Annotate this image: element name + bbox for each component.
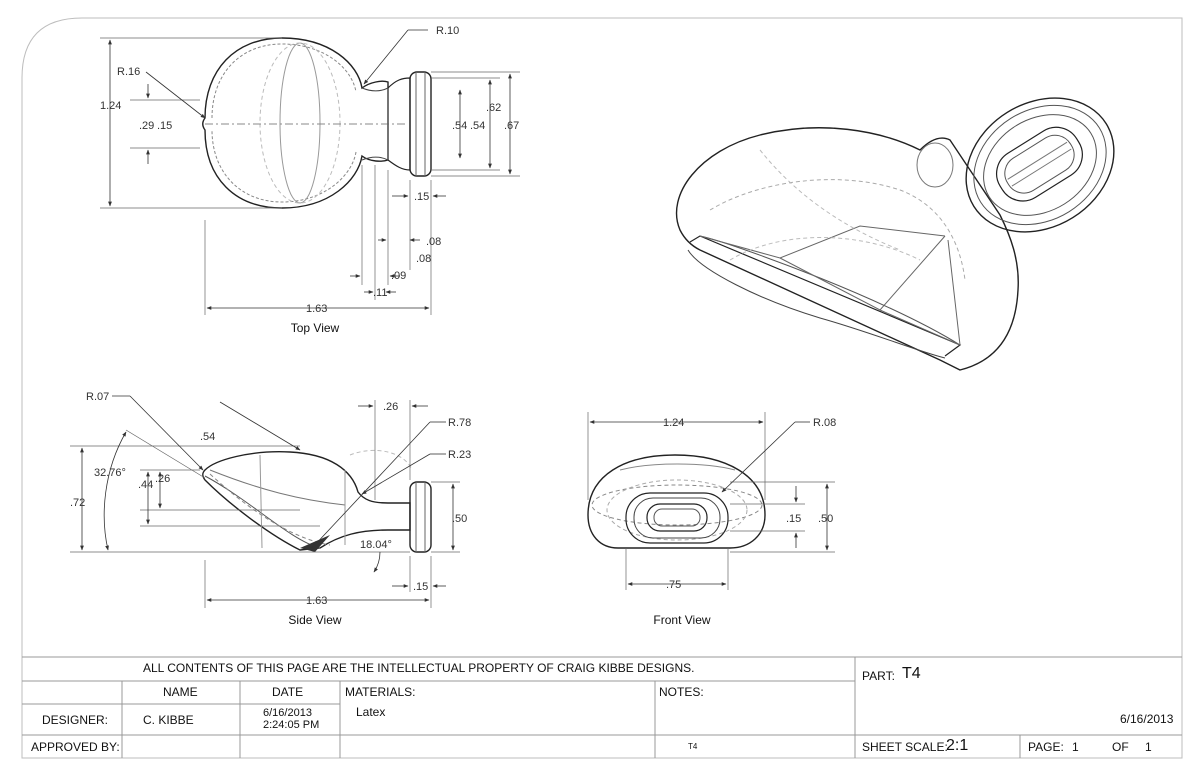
page-label: PAGE: (1028, 740, 1064, 754)
title-block (22, 656, 1182, 758)
side-dim-r23: R.23 (448, 449, 471, 461)
front-view-caption: Front View (653, 613, 710, 627)
page-value: 1 (1072, 740, 1079, 754)
sheet-border (21, 17, 1183, 759)
sheet-scale-value: 2:1 (946, 737, 969, 754)
materials-label: MATERIALS: (345, 685, 416, 699)
top-dim-15a: .15 (157, 120, 172, 132)
top-dim-54b: .54 (470, 120, 485, 132)
front-dim-r08: R.08 (813, 417, 836, 429)
top-dim-62: .62 (486, 102, 501, 114)
part-label: PART: (862, 669, 895, 683)
revision-date: 6/16/2013 (1120, 712, 1174, 726)
top-dim-09: .09 (391, 270, 406, 282)
name-header: NAME (163, 685, 198, 699)
notes-part-ref: T4 (688, 742, 698, 751)
top-dim-08b: .08 (416, 253, 431, 265)
approved-by-label: APPROVED BY: (31, 740, 120, 754)
top-dim-67: .67 (504, 120, 519, 132)
side-dim-72: .72 (70, 497, 85, 509)
side-dim-26a: .26 (155, 473, 170, 485)
designer-time: 2:24:05 PM (263, 719, 320, 731)
side-dim-26b: .26 (383, 401, 398, 413)
ip-notice: ALL CONTENTS OF THIS PAGE ARE THE INTELL… (143, 661, 695, 675)
front-dim-75: .75 (666, 579, 681, 591)
side-dim-50: .50 (452, 513, 467, 525)
designer-name: C. KIBBE (143, 713, 194, 727)
date-header: DATE (272, 685, 304, 699)
designer-date: 6/16/2013 (263, 707, 312, 719)
front-view (587, 412, 835, 590)
top-view-caption: Top View (291, 321, 340, 335)
top-dim-r16: R.16 (117, 66, 140, 78)
side-dim-r78: R.78 (448, 417, 471, 429)
top-view (100, 29, 520, 315)
front-dim-50: .50 (818, 513, 833, 525)
of-label: OF (1112, 740, 1129, 754)
side-dim-angle-32: 32.76° (94, 467, 126, 479)
side-dim-44: .44 (138, 479, 153, 491)
side-dim-r07: R.07 (86, 391, 109, 403)
side-view (70, 395, 460, 608)
notes-label: NOTES: (659, 685, 704, 699)
side-dim-163: 1.63 (306, 595, 327, 607)
top-dim-163: 1.63 (306, 303, 327, 315)
of-value: 1 (1145, 740, 1152, 754)
isometric-view (675, 97, 1115, 371)
top-dim-124: 1.24 (100, 100, 121, 112)
sheet-scale-label: SHEET SCALE: (862, 740, 948, 754)
top-dim-54a: .54 (452, 120, 467, 132)
materials-value: Latex (356, 705, 386, 719)
top-dim-15b: .15 (414, 191, 429, 203)
top-dim-08a: .08 (426, 236, 441, 248)
side-dim-54: .54 (200, 431, 215, 443)
front-dim-124: 1.24 (663, 417, 684, 429)
side-dim-angle-18: 18.04° (360, 539, 392, 551)
side-view-caption: Side View (288, 613, 341, 627)
designer-label: DESIGNER: (42, 713, 109, 727)
top-dim-11: .11 (373, 287, 387, 299)
side-dim-15: .15 (413, 581, 428, 593)
top-dim-r10: R.10 (436, 25, 459, 37)
front-dim-15: .15 (786, 513, 801, 525)
part-value: T4 (902, 665, 921, 682)
top-dim-29: .29 (139, 120, 154, 132)
